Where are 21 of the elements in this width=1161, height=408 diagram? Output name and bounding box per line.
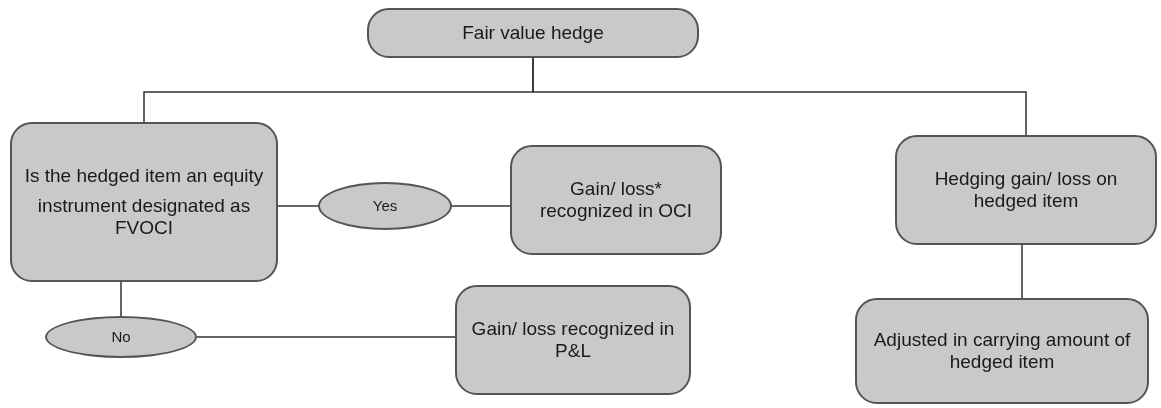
connector-line [532,57,1027,136]
process-box [455,285,691,395]
node-text: Fair value hedge [462,22,604,44]
connector-line [120,281,122,317]
node-text: Is the hedged item an equity [24,165,264,188]
node-text: Hedging gain/ loss on hedged item [933,168,1119,212]
node-text: Adjusted in carrying amount of hedged item [872,329,1132,373]
connector-line [1021,244,1023,299]
node-text: instrument designated as FVOCI [36,195,252,239]
node-text: Gain/ loss* recognized in OCI [538,178,694,222]
connector-line [451,205,511,207]
process-box [367,8,699,58]
process-box [510,145,722,255]
node-text: No [111,326,131,347]
connector-line [196,336,456,338]
node-text: Gain/ loss recognized in P&L [470,318,676,362]
process-box [855,298,1149,404]
process-box [10,122,278,282]
connector-line [277,205,319,207]
node-text: Yes [372,195,398,216]
process-box [895,135,1157,245]
